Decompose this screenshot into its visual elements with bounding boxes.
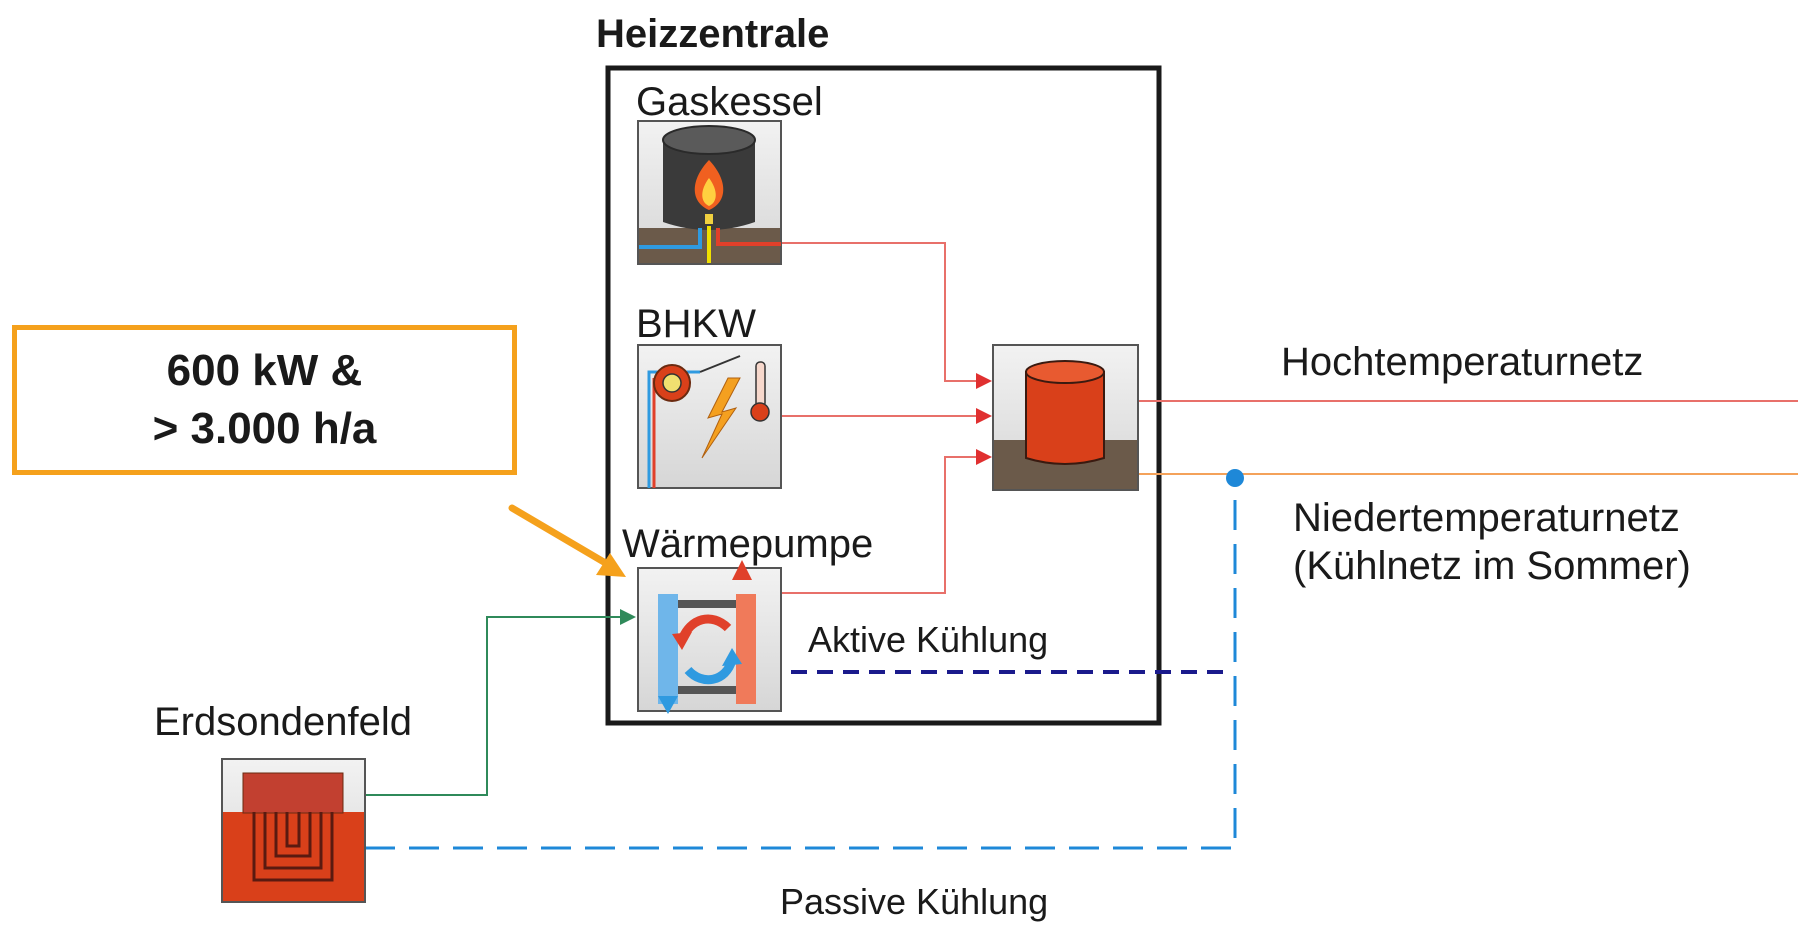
performance-callout: 600 kW & > 3.000 h/a xyxy=(12,325,517,475)
heizzentrale-frame xyxy=(605,65,1162,726)
bhkw-label: BHKW xyxy=(636,302,756,346)
kuehlnetz-label: (Kühlnetz im Sommer) xyxy=(1293,544,1691,588)
aktive-kuehlung-label: Aktive Kühlung xyxy=(808,619,1049,660)
heizzentrale-title: Heizzentrale xyxy=(596,12,830,56)
waermepumpe-icon xyxy=(637,560,782,714)
flow-arrowheads xyxy=(976,373,992,465)
gaskessel-label: Gaskessel xyxy=(636,80,823,124)
ground-arrowhead xyxy=(620,609,636,625)
bhkw-icon xyxy=(637,344,782,489)
callout-arrow xyxy=(508,504,626,577)
erdsondenfeld-icon xyxy=(221,758,366,903)
callout-line-1: 600 kW & xyxy=(166,345,363,395)
hot-lines xyxy=(781,242,1798,594)
junction-dot xyxy=(1226,469,1244,487)
passive-cooling-line xyxy=(365,480,1237,850)
erdsondenfeld-label: Erdsondenfeld xyxy=(154,700,412,744)
waermepumpe-label: Wärmepumpe xyxy=(622,522,874,566)
callout-line-2: > 3.000 h/a xyxy=(152,404,377,453)
ground-line xyxy=(365,616,620,796)
gaskessel-icon xyxy=(637,120,782,265)
hochtemperaturnetz-label: Hochtemperaturnetz xyxy=(1281,340,1644,384)
storage-tank-icon xyxy=(992,344,1139,491)
niedertemperaturnetz-label: Niedertemperaturnetz xyxy=(1293,496,1680,540)
passive-kuehlung-label: Passive Kühlung xyxy=(780,881,1049,922)
